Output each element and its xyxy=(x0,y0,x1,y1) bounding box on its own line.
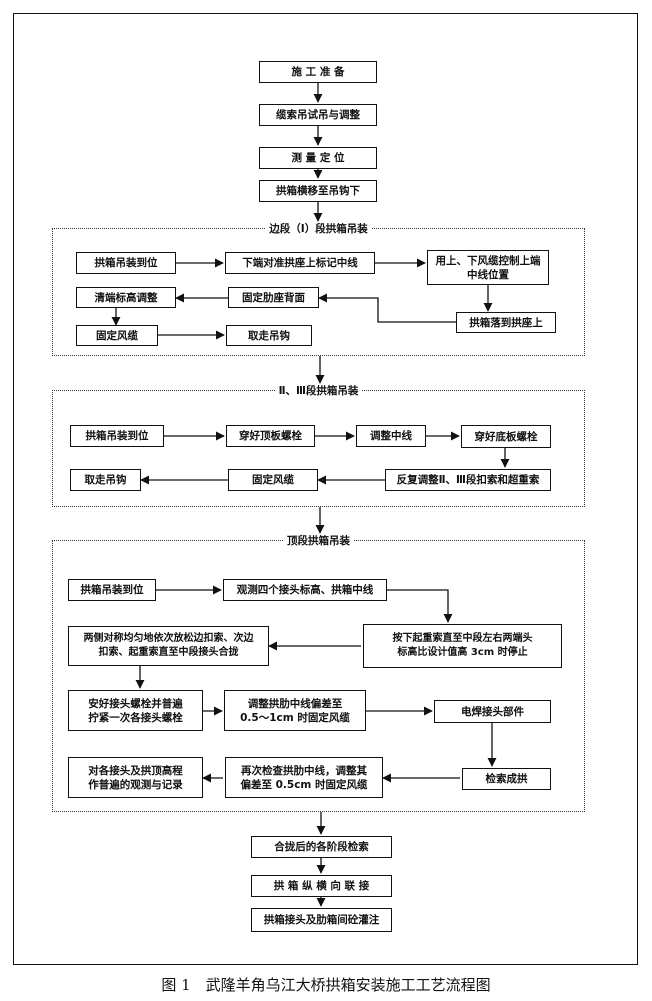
node-b1-hook: 取走吊钩 xyxy=(226,325,312,346)
node-b2-center: 调整中线 xyxy=(356,425,426,447)
group-mid-section-label: Ⅱ、Ⅲ段拱箱吊装 xyxy=(274,385,363,397)
node-b3-bolt: 安好接头螺栓并普遍 拧紧一次各接头螺栓 xyxy=(68,690,203,731)
node-b3-detach: 检索成拱 xyxy=(462,768,551,790)
arrow-b3-observe-lower xyxy=(387,589,453,623)
node-b1-cable: 用上、下风缆控制上端 中线位置 xyxy=(427,250,549,285)
group-top-section-label: 顶段拱箱吊装 xyxy=(283,535,354,547)
node-trial: 缆索吊试吊与调整 xyxy=(259,104,377,126)
arrow-b1-land-fixback xyxy=(318,293,456,323)
node-b2-hook: 取走吊钩 xyxy=(70,469,141,491)
figure-caption: 图 1 武隆羊角乌江大桥拱箱安装施工工艺流程图 xyxy=(161,976,491,994)
node-b3-release: 两侧对称均匀地依次放松边扣索、次边 扣索、起重索直至中段接头合拢 xyxy=(68,626,269,666)
node-b3-observe: 观测四个接头标高、拱箱中线 xyxy=(223,579,387,601)
group-mid-section: Ⅱ、Ⅲ段拱箱吊装 xyxy=(52,385,585,507)
node-b2-bottom: 穿好底板螺栓 xyxy=(461,425,551,448)
node-survey: 测 量 定 位 xyxy=(259,147,377,169)
node-b1-align: 下端对准拱座上标记中线 xyxy=(225,252,375,274)
node-b3-hoist: 拱箱吊装到位 xyxy=(68,579,156,601)
node-b3-rib: 调整拱肋中线偏差至 0.5～1cm 时固定风缆 xyxy=(224,690,366,731)
node-b3-weld: 电焊接头部件 xyxy=(434,700,551,723)
node-b2-adjust: 反复调整Ⅱ、Ⅲ段扣索和超重索 xyxy=(385,469,551,491)
node-b1-fixback: 固定肋座背面 xyxy=(228,287,319,308)
node-b2-hoist: 拱箱吊装到位 xyxy=(70,425,164,447)
node-b1-clean: 清端标高调整 xyxy=(76,287,176,308)
group-edge-section: 边段（Ⅰ）段拱箱吊装 xyxy=(52,223,585,356)
node-move: 拱箱横移至吊钩下 xyxy=(259,180,377,202)
node-connect: 拱 箱 纵 横 向 联 接 xyxy=(251,875,392,897)
group-top-section: 顶段拱箱吊装 xyxy=(52,535,585,812)
group-edge-section-label: 边段（Ⅰ）段拱箱吊装 xyxy=(265,223,372,235)
node-b2-wind: 固定风缆 xyxy=(228,469,318,491)
node-b1-wind: 固定风缆 xyxy=(76,325,158,346)
node-close-check: 合拢后的各阶段检索 xyxy=(251,836,392,858)
node-b3-record: 对各接头及拱顶高程 作普遍的观测与记录 xyxy=(68,757,203,798)
node-b3-lower: 按下起重索直至中段左右两端头 标高比设计值高 3cm 时停止 xyxy=(363,624,562,668)
node-b1-land: 拱箱落到拱座上 xyxy=(456,312,556,333)
node-pour: 拱箱接头及肋箱间砼灌注 xyxy=(251,908,392,932)
diagram-frame xyxy=(13,13,638,965)
node-b3-recheck: 再次检查拱肋中线，调整其 偏差至 0.5cm 时固定风缆 xyxy=(225,757,383,798)
node-prep: 施 工 准 备 xyxy=(259,61,377,83)
node-b2-top: 穿好顶板螺栓 xyxy=(226,425,315,447)
node-b1-hoist: 拱箱吊装到位 xyxy=(76,252,176,274)
